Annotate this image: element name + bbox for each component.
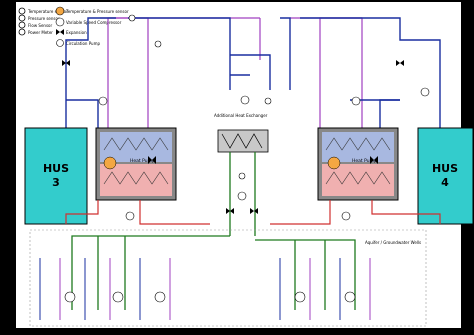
valve-icon bbox=[250, 208, 258, 214]
sensor-icon bbox=[128, 14, 136, 22]
hus-unit-3: HUS 3 bbox=[24, 127, 88, 225]
legend-label: Expansion bbox=[66, 30, 87, 35]
circulation-pump-icon bbox=[351, 96, 361, 106]
hus-unit-4: HUS 4 bbox=[417, 127, 474, 225]
legend-label: Pressure sensor bbox=[28, 16, 60, 21]
circulation-pump-icon bbox=[56, 39, 64, 47]
expansion-icon bbox=[56, 29, 64, 35]
valve-icon bbox=[62, 60, 70, 66]
variable-speed-compressor-icon bbox=[55, 17, 65, 27]
pressure-sensor-icon bbox=[18, 14, 26, 22]
sensor-icon bbox=[238, 172, 246, 180]
power-meter-icon bbox=[18, 28, 26, 36]
heat-exchanger: Additional Heat Exchanger bbox=[214, 113, 269, 153]
compressor-icon bbox=[103, 156, 117, 170]
expansion-valve-icon bbox=[370, 156, 378, 164]
legend-label: Variable Speed Compressor bbox=[66, 20, 122, 25]
circulation-pump-icon bbox=[125, 211, 135, 221]
exchanger-label: Additional Heat Exchanger bbox=[214, 113, 268, 118]
hus-4-number: 4 bbox=[441, 176, 449, 189]
heat-pump-label: Heat Pump bbox=[130, 158, 155, 164]
sensors bbox=[62, 14, 430, 221]
circulation-pump-icon bbox=[240, 95, 250, 105]
legend-label: Circulation Pump bbox=[66, 41, 100, 46]
legend-label: Flow Sensor bbox=[28, 23, 52, 28]
expansion-valve-icon bbox=[148, 156, 156, 164]
compressor-icon bbox=[55, 6, 65, 16]
compressor-icon bbox=[327, 156, 341, 170]
well-pump-icon bbox=[64, 291, 76, 303]
circulation-pump-icon bbox=[237, 191, 247, 201]
hus-3-name: HUS bbox=[43, 162, 69, 175]
valve-icon bbox=[226, 208, 234, 214]
blue-pipes bbox=[65, 17, 441, 128]
legend: Temperature sensor Pressure sensor Flow … bbox=[18, 6, 129, 47]
legend-label: Temperature sensor bbox=[27, 9, 68, 14]
legend-label: Temperature & Pressure sensor bbox=[65, 9, 129, 14]
heat-pump-left: Heat Pump bbox=[95, 127, 177, 201]
wells-field: Aquifer / Groundwater Wells bbox=[29, 229, 427, 327]
circulation-pump-icon bbox=[98, 96, 108, 106]
green-pipes bbox=[71, 152, 356, 310]
well-pump-icon bbox=[112, 291, 124, 303]
sensor-icon bbox=[264, 97, 272, 105]
valve-icon bbox=[396, 60, 404, 66]
flow-sensor-icon bbox=[18, 21, 26, 29]
heat-pump-label: Heat Pump bbox=[352, 158, 377, 164]
well-pump-icon bbox=[154, 291, 166, 303]
temperature-sensor-icon bbox=[18, 7, 26, 15]
red-pipes bbox=[65, 200, 441, 225]
wells-caption: Aquifer / Groundwater Wells bbox=[365, 240, 421, 245]
hus-3-number: 3 bbox=[52, 176, 60, 189]
sensor-icon bbox=[154, 40, 162, 48]
well-pump-icon bbox=[344, 291, 356, 303]
circulation-pump-icon bbox=[420, 87, 430, 97]
hus-4-name: HUS bbox=[432, 162, 458, 175]
legend-label: Power Meter bbox=[28, 30, 53, 35]
well-pump-icon bbox=[294, 291, 306, 303]
circulation-pump-icon bbox=[341, 211, 351, 221]
heat-pump-right: Heat Pump bbox=[317, 127, 399, 201]
